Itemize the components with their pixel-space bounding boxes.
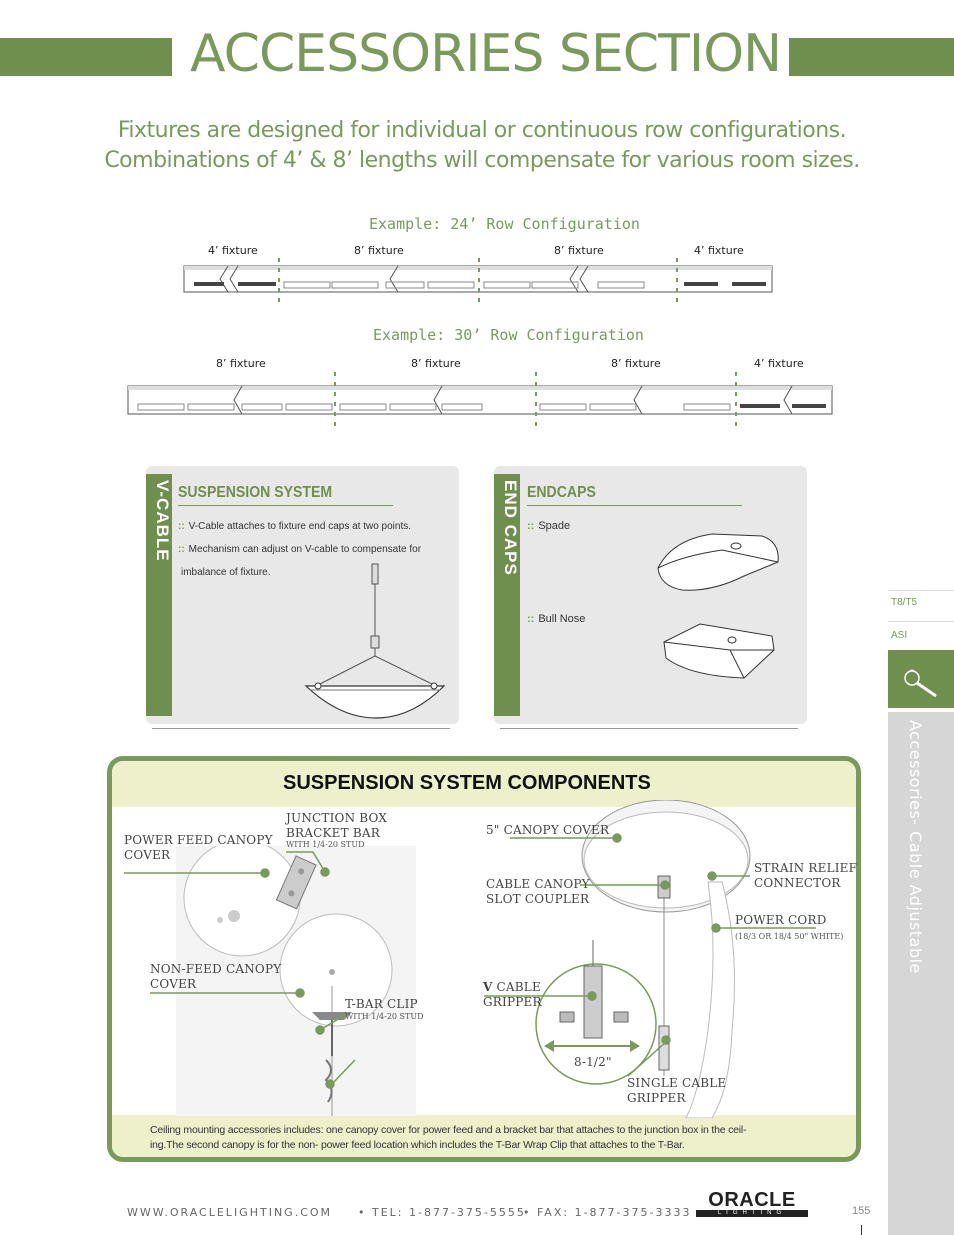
logo-sub: LIGHTING: [696, 1210, 808, 1217]
intro-line-1: Fixtures are designed for individual or …: [117, 118, 847, 143]
title-underline: [527, 505, 742, 506]
page-number: 155: [852, 1205, 871, 1217]
canopy-left-illustration: [176, 846, 416, 1116]
endcap-item-label: Spade: [538, 520, 571, 532]
vcable-panel-underline: [152, 728, 450, 729]
endcaps-tab: END CAPS: [494, 474, 520, 716]
cable-canopy-label: CABLE CANOPY SLOT COUPLER: [486, 877, 590, 907]
canopy-cover-label: 5" CANOPY COVER: [486, 823, 610, 837]
fixture-label: 8’ fixture: [354, 244, 404, 257]
example-30-title: Example: 30’ Row Configuration: [373, 326, 644, 344]
header-bar-right: [789, 38, 954, 76]
label-line: GRIPPER: [483, 995, 542, 1009]
label-line: GRIPPER: [627, 1091, 686, 1105]
tbar-stud-label: WITH 1/4-20 STUD: [345, 1012, 424, 1021]
oracle-logo: ORACLE LIGHTING: [696, 1190, 808, 1217]
sidebar-icon-block: [888, 650, 954, 708]
endcaps-panel: [494, 466, 807, 724]
strain-relief-label: STRAIN RELIEF CONNECTOR: [754, 861, 857, 891]
dimension-label: 8-1/2": [574, 1055, 612, 1069]
label-text: CABLE: [492, 980, 541, 994]
sidebar-tab-label: ASI: [891, 630, 908, 641]
label-bold: V: [483, 980, 493, 994]
example-24-title: Example: 24’ Row Configuration: [369, 215, 640, 233]
label-line: SLOT COUPLER: [486, 892, 590, 906]
label-line: JUNCTION BOX: [286, 811, 388, 825]
spade-endcap-illustration: [657, 533, 779, 591]
canopy-right-illustration: [535, 800, 751, 1118]
logo-text: ORACLE: [708, 1189, 796, 1211]
sidebar-section: Accessories- Cable Adjustable: [888, 712, 954, 1235]
label-line: COVER: [150, 977, 197, 991]
label-line: BRACKET BAR: [286, 826, 380, 840]
fixture-label: 4’ fixture: [754, 357, 804, 370]
bullet-text: V-Cable attaches to fixture end caps at …: [188, 521, 412, 532]
tbar-clip-label: T-BAR CLIP: [345, 997, 418, 1011]
non-feed-canopy-label: NON-FEED CANOPY COVER: [150, 962, 281, 992]
fixture-label: 4’ fixture: [694, 244, 744, 257]
bullnose-endcap-illustration: [663, 623, 775, 679]
label-line: CABLE CANOPY: [486, 877, 590, 891]
vcable-tab: V-CABLE: [146, 474, 172, 716]
bullet-item: imbalance of fixture.: [181, 567, 271, 578]
power-cord-spec: (18/3 OR 18/4 50" WHITE): [735, 932, 844, 941]
components-footer: [112, 1115, 856, 1157]
components-title: SUSPENSION SYSTEM COMPONENTS: [283, 772, 651, 794]
header-bar-left: [0, 38, 172, 76]
sidebar-tab-asi[interactable]: ASI: [888, 621, 954, 652]
single-cable-gripper-label: SINGLE CABLE GRIPPER: [627, 1076, 726, 1106]
endcap-item-label: Bull Nose: [538, 613, 586, 625]
label-line: STRAIN RELIEF: [754, 861, 858, 875]
lamp-icon: [904, 669, 937, 698]
sidebar-tab-label: T8/T5: [891, 597, 918, 608]
fixture-label: 8’ fixture: [611, 357, 661, 370]
bullet-text: imbalance of fixture.: [181, 567, 271, 578]
sidebar-section-label: Accessories- Cable Adjustable: [906, 720, 925, 974]
intro-line-2: Combinations of 4’ & 8’ lengths will com…: [104, 148, 860, 173]
suspension-system-title: SUSPENSION SYSTEM: [178, 484, 333, 501]
note-line: Ceiling mounting accessories includes: o…: [150, 1124, 747, 1136]
components-note: Ceiling mounting accessories includes: o…: [150, 1123, 830, 1153]
dimension-arrow: [544, 1040, 640, 1052]
footer-fax: • FAX: 1-877-375-3333: [523, 1206, 692, 1219]
row-24-diagram: [183, 258, 773, 306]
bullet-item: ::Mechanism can adjust on V-cable to com…: [178, 544, 422, 555]
title-underline: [178, 505, 393, 506]
label-line: POWER FEED CANOPY: [124, 833, 273, 847]
label-line: CONNECTOR: [754, 876, 841, 890]
vcable-gripper-label: V CABLE GRIPPER: [483, 980, 542, 1010]
endcap-item-bullnose: ::Bull Nose: [527, 613, 586, 625]
power-feed-canopy-label: POWER FEED CANOPY COVER: [124, 833, 273, 863]
label-line: V CABLE: [483, 980, 542, 995]
label-line: SINGLE CABLE: [627, 1076, 727, 1090]
endcap-item-spade: ::Spade: [527, 520, 571, 532]
bullet-text: Mechanism can adjust on V-cable to compe…: [188, 544, 422, 555]
vcable-illustration: [304, 563, 446, 719]
components-header: [112, 761, 856, 807]
page-marker: [861, 1225, 862, 1235]
label-line: NON-FEED CANOPY: [150, 962, 282, 976]
label-line: COVER: [124, 848, 171, 862]
fixture-label: 4’ fixture: [208, 244, 258, 257]
endcaps-panel-underline: [500, 728, 798, 729]
fixture-label: 8’ fixture: [411, 357, 461, 370]
footer-tel: • TEL: 1-877-375-5555: [358, 1206, 526, 1219]
footer-website[interactable]: WWW.ORACLELIGHTING.COM: [127, 1206, 333, 1219]
fixture-label: 8’ fixture: [216, 357, 266, 370]
fixture-label: 8’ fixture: [554, 244, 604, 257]
sidebar-tab-t8t5[interactable]: T8/T5: [888, 590, 954, 621]
junction-box-label: JUNCTION BOX BRACKET BAR: [286, 811, 387, 841]
endcaps-title: ENDCAPS: [527, 484, 596, 501]
note-line: ing.The second canopy is for the non- po…: [150, 1139, 685, 1151]
vcable-panel: [146, 466, 459, 724]
power-cord-label: POWER CORD: [735, 913, 827, 927]
junction-stud-label: WITH 1/4-20 STUD: [286, 840, 365, 849]
row-30-diagram: [127, 372, 833, 428]
bullet-item: ::V-Cable attaches to fixture end caps a…: [178, 521, 412, 532]
page-title: ACCESSORIES SECTION: [190, 24, 782, 84]
